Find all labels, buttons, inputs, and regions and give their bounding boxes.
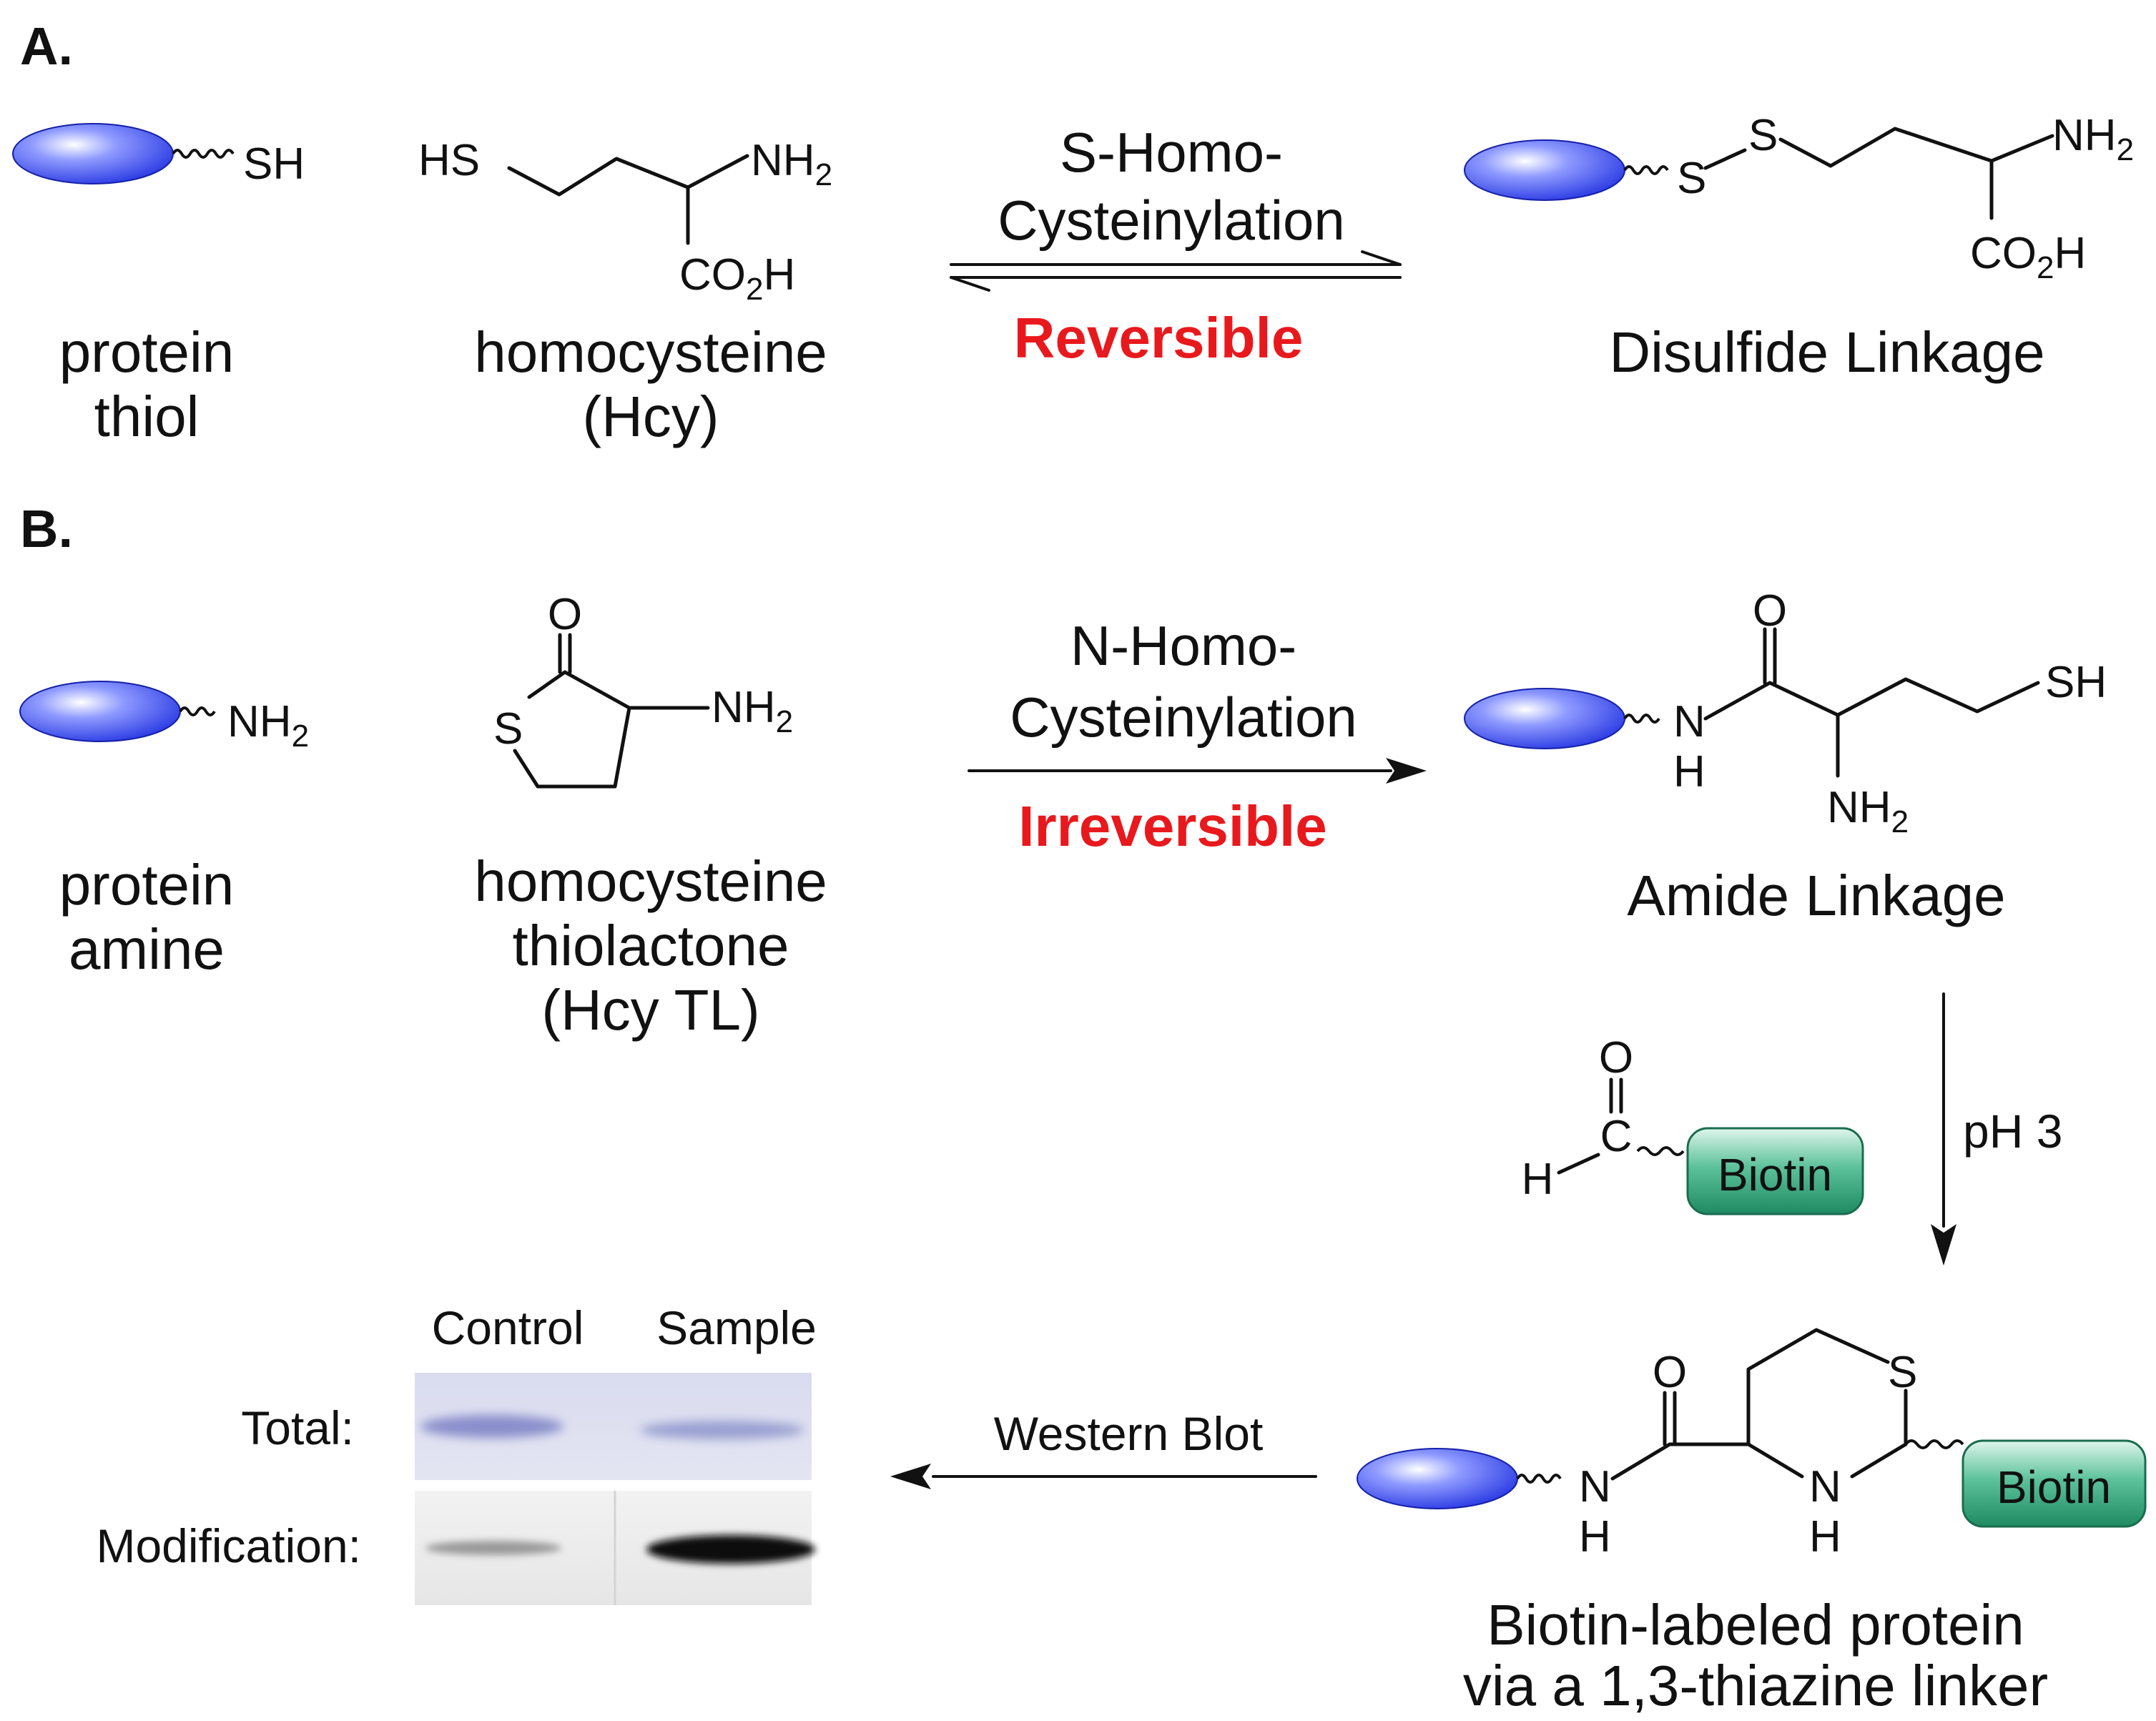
protein-ellipse — [12, 123, 174, 184]
panel-b-header: B. — [20, 499, 73, 558]
protein-amine: NH2 — [19, 681, 309, 754]
wavy-bond — [1904, 1439, 1964, 1449]
protein-ellipse — [1357, 1448, 1518, 1509]
protein-thiol: SH — [12, 123, 305, 189]
carbonyl-oxygen: O — [548, 590, 582, 639]
homocysteine-structure: HS NH2 CO2H — [418, 136, 832, 307]
blot-column-sample: Sample — [656, 1301, 817, 1354]
blot-row-total: Total: — [241, 1401, 354, 1454]
reaction-b-line-1: N-Homo- — [1070, 614, 1296, 677]
product-amine: NH2 — [2052, 111, 2134, 167]
thiol-atom: SH — [243, 139, 305, 189]
hcytl-label-1: homocysteine — [474, 849, 827, 913]
blot-total-band-sample — [640, 1421, 804, 1439]
amide-n: N — [1673, 697, 1705, 746]
amine-atom: NH2 — [751, 136, 832, 192]
wavy-bond — [1623, 165, 1669, 175]
blot-total-band-control — [420, 1415, 563, 1438]
wavy-bond — [179, 706, 216, 716]
ring-sulfur: S — [493, 704, 523, 754]
wavy-bond — [1623, 714, 1660, 724]
protein-ellipse — [1464, 139, 1625, 201]
biotin-tag-label: Biotin — [1997, 1461, 2111, 1513]
amide-oxygen: O — [1753, 586, 1787, 636]
amide-h: H — [1673, 747, 1705, 797]
reaction-a-line-2: Cysteinylation — [998, 189, 1345, 252]
reaction-b-line-2: Cysteinylation — [1010, 686, 1357, 749]
blot-column-control: Control — [432, 1301, 584, 1354]
aldehyde-carbon: C — [1600, 1112, 1633, 1161]
thiazine-amide-h: H — [1579, 1512, 1611, 1562]
disulfide-product: S S NH2 CO2H — [1464, 111, 2134, 285]
wavy-bond — [172, 149, 235, 159]
amine-atom: NH2 — [227, 697, 309, 754]
protein-ellipse — [1464, 688, 1625, 749]
ph-condition: pH 3 — [1963, 1105, 2062, 1158]
thiazine-carbonyl-oxygen: O — [1653, 1348, 1687, 1397]
blot-row-modification: Modification: — [96, 1519, 361, 1572]
thiazine-product: N H O S N H Biotin — [1357, 1328, 2147, 1562]
sulfur-2: S — [1748, 111, 1778, 160]
thiazine-ring-n: N — [1809, 1462, 1841, 1512]
protein-amine-label-1: protein — [59, 853, 235, 917]
thiazine-ring-h: H — [1809, 1512, 1841, 1562]
amide-product: N H O SH NH2 — [1464, 586, 2107, 839]
sulfur-1: S — [1677, 154, 1706, 203]
protein-amine-label-2: amine — [69, 917, 225, 981]
western-blot: Control Sample Total: Modification: — [96, 1301, 817, 1605]
amide-amine: NH2 — [1827, 783, 1909, 839]
reversible-arrow — [950, 250, 1402, 292]
aldehyde-hydrogen: H — [1522, 1155, 1554, 1204]
amide-label: Amide Linkage — [1627, 864, 2005, 927]
western-blot-arrow — [890, 1464, 1317, 1489]
panel-a-header: A. — [20, 16, 73, 76]
biotin-tag — [1961, 1439, 2147, 1528]
final-label-2: via a 1,3-thiazine linker — [1463, 1654, 2048, 1717]
thiolactone-structure: O S NH2 — [493, 590, 793, 789]
thiazine-sulfur: S — [1888, 1348, 1917, 1397]
biotin-tag — [1686, 1127, 1864, 1215]
final-label-1: Biotin-labeled protein — [1487, 1593, 2024, 1657]
aldehyde-oxygen: O — [1599, 1033, 1633, 1083]
downward-arrow — [1931, 992, 1956, 1266]
western-blot-label: Western Blot — [994, 1407, 1264, 1460]
irreversible-label: Irreversible — [1018, 794, 1326, 858]
forward-arrow — [968, 758, 1427, 784]
carboxyl-atom: CO2H — [679, 250, 795, 307]
reversible-label: Reversible — [1014, 306, 1304, 370]
amide-thiol: SH — [2045, 658, 2107, 707]
thiolactone-amine: NH2 — [712, 683, 793, 739]
biotin-tag-label: Biotin — [1718, 1149, 1832, 1200]
hcy-label-1: homocysteine — [474, 320, 827, 384]
blot-mod-band-sample — [646, 1535, 815, 1564]
product-carboxyl: CO2H — [1970, 229, 2086, 285]
hcy-label-2: (Hcy) — [582, 385, 719, 448]
wavy-bond — [1636, 1146, 1685, 1156]
thiazine-amide-n: N — [1579, 1462, 1611, 1512]
hcytl-label-3: (Hcy TL) — [541, 978, 759, 1042]
protein-thiol-label-2: thiol — [94, 385, 200, 448]
biotin-aldehyde: O C H Biotin — [1522, 1033, 1864, 1215]
blot-mod-band-control — [425, 1541, 561, 1555]
protein-ellipse — [19, 681, 181, 742]
hs-atom: HS — [418, 136, 480, 185]
reaction-a-line-1: S-Homo- — [1060, 121, 1283, 184]
wavy-bond — [1516, 1474, 1562, 1484]
hcytl-label-2: thiolactone — [513, 914, 789, 977]
protein-thiol-label-1: protein — [59, 320, 235, 384]
disulfide-label: Disulfide Linkage — [1609, 320, 2044, 384]
